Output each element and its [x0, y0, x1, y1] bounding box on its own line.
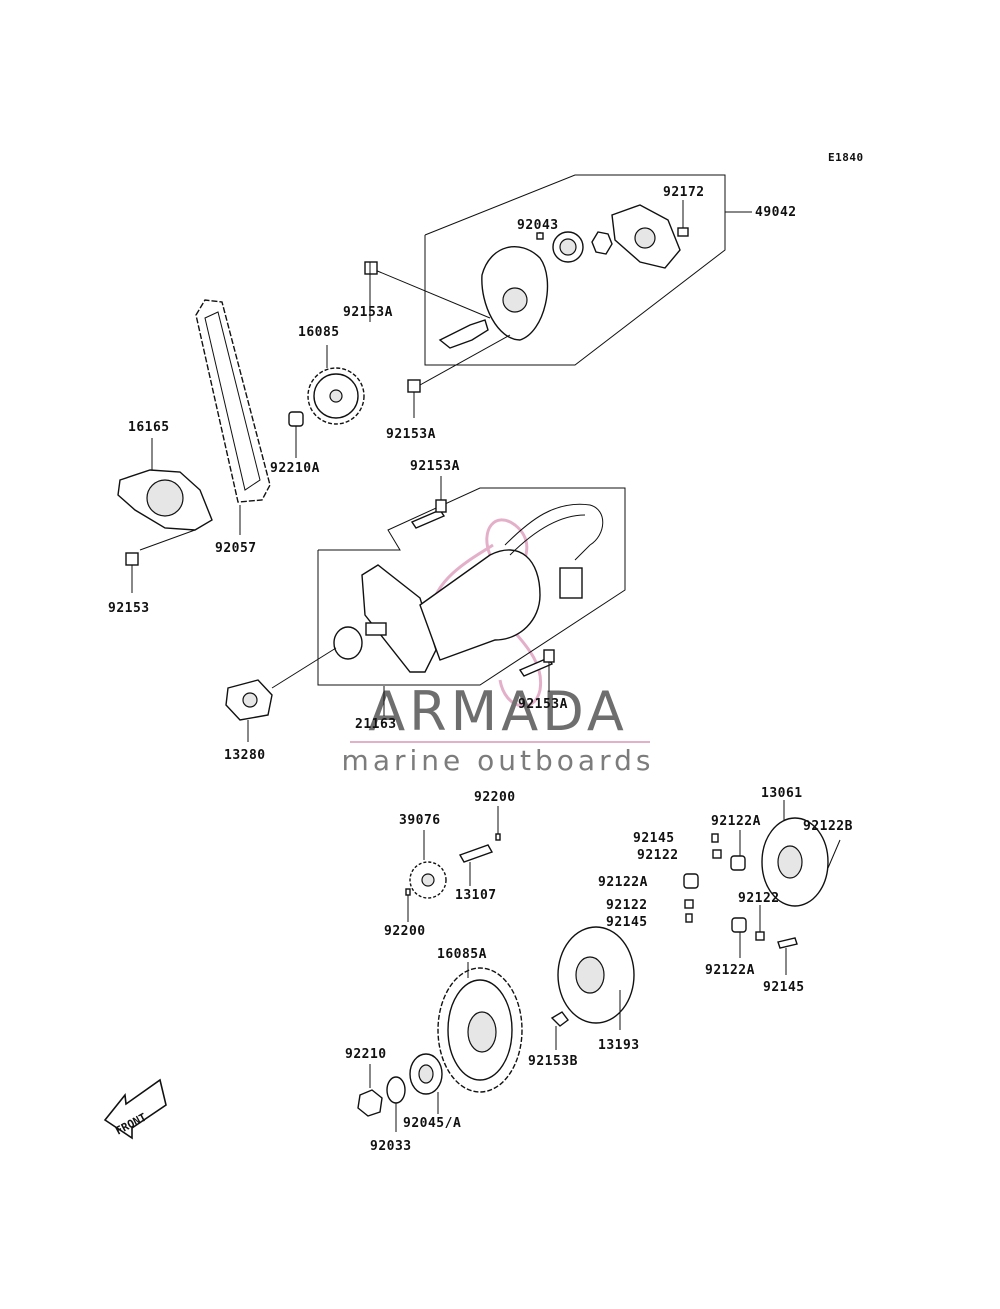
motor-connector — [559, 567, 583, 599]
motor-body — [419, 549, 541, 661]
spring-92145-3 — [777, 937, 798, 949]
label-92153A-2: 92153A — [386, 427, 436, 442]
pump-cover-hole — [634, 227, 656, 249]
label-16085: 16085 — [298, 325, 340, 340]
nut-92210 — [357, 1089, 383, 1117]
roller-92122A-2 — [683, 873, 699, 889]
bolt-92153A-motor-top — [410, 509, 446, 529]
label-92153A-1: 92153A — [343, 305, 393, 320]
rotor-13061-group — [683, 800, 841, 975]
label-13193: 13193 — [598, 1038, 640, 1053]
label-39076: 39076 — [399, 813, 441, 828]
label-16085A: 16085A — [437, 947, 487, 962]
label-16165: 16165 — [128, 420, 170, 435]
inner-rotor — [591, 231, 613, 255]
plunger-92122-1 — [712, 849, 722, 859]
label-92145-1: 92145 — [633, 831, 675, 846]
label-92045A: 92045/A — [403, 1116, 461, 1131]
label-92172: 92172 — [663, 185, 705, 200]
bearing-washer-nut — [357, 1053, 443, 1132]
label-13107: 13107 — [455, 888, 497, 903]
washer-92033 — [386, 1076, 406, 1104]
chain-92057 — [195, 299, 271, 535]
label-92122B: 92122B — [803, 819, 853, 834]
pin-92200-lower — [405, 888, 411, 896]
idle-gear-group — [405, 806, 501, 922]
label-92153: 92153 — [108, 601, 150, 616]
label-13280: 13280 — [224, 748, 266, 763]
sprocket-16085 — [307, 345, 365, 425]
watermark-tagline: marine outboards — [342, 744, 655, 777]
label-92122A-1: 92122A — [711, 814, 761, 829]
label-49042: 49042 — [755, 205, 797, 220]
watermark-brand: ARMADA — [368, 680, 628, 743]
part-labels: 49042 92172 92043 92153A 16085 92153A 16… — [108, 185, 853, 1154]
relief-valve — [438, 319, 489, 349]
motor-shaft — [365, 622, 387, 636]
label-13061: 13061 — [761, 786, 803, 801]
label-92033: 92033 — [370, 1139, 412, 1154]
shaft-13107 — [458, 844, 494, 863]
label-92200-1: 92200 — [474, 790, 516, 805]
chain-guide-16165 — [117, 438, 213, 593]
label-92153A-4: 92153A — [518, 697, 568, 712]
label-92122A-3: 92122A — [705, 963, 755, 978]
label-92122-1: 92122 — [637, 848, 679, 863]
spring-92122B — [827, 839, 841, 869]
bolt-92153 — [125, 552, 139, 566]
plunger-92122-3 — [755, 931, 765, 941]
nut-92210A — [288, 411, 304, 458]
pin-92043 — [536, 232, 544, 240]
label-92210A: 92210A — [270, 461, 320, 476]
bolt-92153A-upper — [364, 261, 378, 275]
label-92153B: 92153B — [528, 1054, 578, 1069]
bolt-92153A-lower — [407, 379, 421, 393]
label-92153A-3: 92153A — [410, 459, 460, 474]
label-92145-2: 92145 — [606, 915, 648, 930]
roller-92122A-1 — [730, 855, 746, 871]
clutch-13280 — [225, 679, 273, 742]
label-92122-3: 92122 — [738, 891, 780, 906]
front-arrow-icon: FRONT — [103, 1078, 167, 1140]
bolt-92153B — [550, 1011, 569, 1027]
screw-92172 — [677, 227, 689, 237]
label-92122A-2: 92122A — [598, 875, 648, 890]
oil-pump-group — [364, 174, 752, 418]
label-92200-2: 92200 — [384, 924, 426, 939]
starter-clutch-13193 — [550, 926, 635, 1050]
pin-92200-upper — [495, 833, 501, 841]
diagram-code: E1840 — [828, 151, 864, 164]
label-92145-3: 92145 — [763, 980, 805, 995]
o-ring — [333, 626, 363, 660]
label-92122-2: 92122 — [606, 898, 648, 913]
spring-92145-2 — [685, 913, 693, 923]
label-92043: 92043 — [517, 218, 559, 233]
starter-motor-group — [271, 476, 626, 716]
starter-gear-16085A — [437, 962, 523, 1093]
plunger-92122-2 — [684, 899, 694, 909]
spring-92145-1 — [711, 833, 719, 843]
roller-92122A-3 — [731, 917, 747, 933]
label-21163: 21163 — [355, 717, 397, 732]
label-92210: 92210 — [345, 1047, 387, 1062]
label-92057: 92057 — [215, 541, 257, 556]
